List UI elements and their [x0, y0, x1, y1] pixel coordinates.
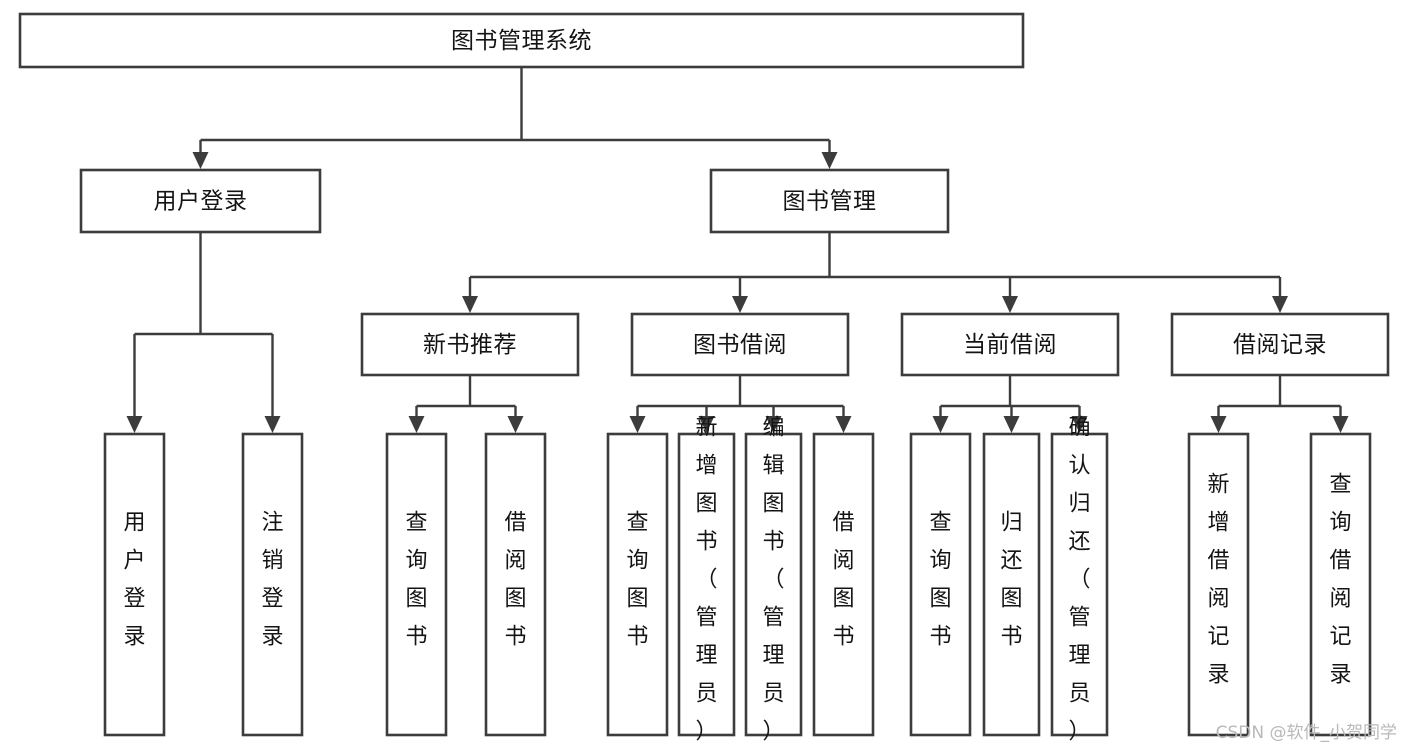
arrow-head-icon [462, 296, 478, 313]
connectors-layer [126, 67, 1349, 433]
node-label: 图书管理系统 [451, 28, 592, 54]
node-label: 借阅图书 [832, 511, 854, 650]
node-label: 编辑图书（管理员） [762, 416, 784, 745]
node-label: 图书借阅 [693, 332, 787, 358]
nodes-layer: 图书管理系统用户登录图书管理新书推荐图书借阅当前借阅借阅记录用户登录注销登录查询… [18, 12, 1390, 745]
arrow-head-icon [1272, 296, 1288, 313]
node-box [1170, 312, 1390, 377]
node-book-borrow[interactable]: 图书借阅 [630, 312, 850, 377]
node-box [18, 12, 1025, 69]
arrow-head-icon [192, 152, 209, 169]
node-label: 查询图书 [626, 511, 648, 650]
node-leaf-add-borrow-record[interactable]: 新增借阅记录 [1187, 432, 1250, 737]
arrow-head-icon [126, 416, 143, 433]
node-new-book-recommend[interactable]: 新书推荐 [360, 312, 580, 377]
node-leaf-return-book[interactable]: 归还图书 [982, 432, 1041, 737]
node-label: 查询图书 [929, 511, 951, 650]
node-label: 归还图书 [1000, 511, 1022, 650]
arrow-head-icon [932, 416, 949, 433]
node-label: 用户登录 [154, 189, 248, 215]
arrow-head-icon [1332, 416, 1349, 433]
node-book-management[interactable]: 图书管理 [709, 168, 950, 234]
node-box [1050, 432, 1109, 737]
node-box [360, 312, 580, 377]
node-leaf-add-book[interactable]: 新增图书（管理员） [677, 416, 736, 745]
arrow-head-icon [1210, 416, 1227, 433]
node-box [709, 168, 950, 234]
node-label: 当前借阅 [963, 332, 1057, 358]
node-box [630, 312, 850, 377]
node-box [606, 432, 669, 737]
node-label: 借阅图书 [504, 511, 526, 650]
arrow-head-icon [765, 416, 782, 433]
node-label: 借阅记录 [1233, 332, 1327, 358]
node-label: 查询图书 [405, 511, 427, 650]
node-user-login[interactable]: 用户登录 [79, 168, 322, 234]
node-leaf-query-book-borrow[interactable]: 查询图书 [606, 432, 669, 737]
node-leaf-confirm-return[interactable]: 确认归还（管理员） [1050, 416, 1109, 745]
arrow-head-icon [821, 152, 838, 169]
arrow-head-icon [698, 416, 715, 433]
node-leaf-query-borrow-record[interactable]: 查询借阅记录 [1309, 432, 1372, 737]
arrow-head-icon [1071, 416, 1088, 433]
arrow-head-icon [408, 416, 425, 433]
node-box [900, 312, 1120, 377]
node-leaf-borrow-book-recommend[interactable]: 借阅图书 [484, 432, 547, 737]
node-box [982, 432, 1041, 737]
node-leaf-edit-book[interactable]: 编辑图书（管理员） [744, 416, 803, 745]
node-box [812, 432, 875, 737]
node-box [241, 432, 304, 737]
node-box [744, 432, 803, 737]
node-label: 用户登录 [123, 511, 145, 650]
node-leaf-user-login[interactable]: 用户登录 [103, 432, 166, 737]
node-leaf-query-book-recommend[interactable]: 查询图书 [385, 432, 448, 737]
arrow-head-icon [1003, 416, 1020, 433]
csdn-watermark: CSDN @软件_小贺同学 [1215, 723, 1397, 743]
arrow-head-icon [507, 416, 524, 433]
node-label: 图书管理 [783, 189, 877, 215]
arrow-head-icon [835, 416, 852, 433]
node-leaf-logout[interactable]: 注销登录 [241, 432, 304, 737]
arrow-head-icon [629, 416, 646, 433]
node-root[interactable]: 图书管理系统 [18, 12, 1025, 69]
node-label: 新书推荐 [423, 332, 517, 358]
node-box [484, 432, 547, 737]
node-box [1187, 432, 1250, 737]
node-leaf-borrow-book[interactable]: 借阅图书 [812, 432, 875, 737]
node-box [79, 168, 322, 234]
node-box [103, 432, 166, 737]
node-borrow-record[interactable]: 借阅记录 [1170, 312, 1390, 377]
node-box [1309, 432, 1372, 737]
arrow-head-icon [732, 296, 748, 313]
node-box [677, 432, 736, 737]
node-label: 注销登录 [261, 511, 283, 650]
arrow-head-icon [1002, 296, 1018, 313]
node-leaf-query-book-current[interactable]: 查询图书 [909, 432, 972, 737]
node-box [385, 432, 448, 737]
node-label: 确认归还（管理员） [1068, 416, 1090, 745]
node-label: 新增图书（管理员） [695, 416, 717, 745]
node-label: 查询借阅记录 [1329, 473, 1351, 688]
node-label: 新增借阅记录 [1207, 473, 1229, 688]
node-current-borrow[interactable]: 当前借阅 [900, 312, 1120, 377]
arrow-head-icon [264, 416, 281, 433]
node-box [909, 432, 972, 737]
